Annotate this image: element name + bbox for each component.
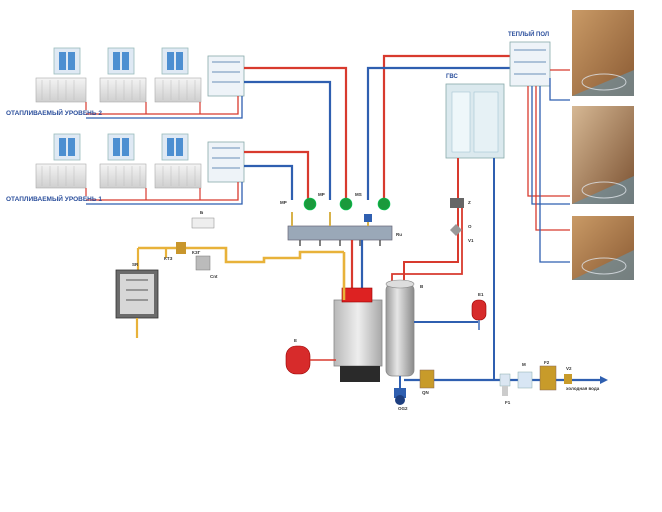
- shower-cabin: [445, 83, 505, 159]
- radiators-level-2: [35, 47, 245, 119]
- tag-z: Z: [468, 200, 471, 205]
- gas-boiler: [333, 287, 383, 382]
- gas-cabinet-sr: [115, 269, 159, 338]
- tag-ru: Ru: [396, 232, 402, 237]
- radiator-2b: [99, 47, 147, 103]
- tag-ktz: КТЗ: [164, 256, 173, 261]
- inlet-arrow-icon: [600, 376, 608, 384]
- hot-water-tank: [385, 279, 415, 377]
- expansion-tank-heating: [285, 345, 336, 375]
- tag-f2: F2: [544, 360, 550, 365]
- tag-b: B: [420, 284, 424, 289]
- manifold-level-2: [207, 55, 245, 97]
- manifold-level-1: [207, 141, 245, 183]
- tag-bi: Б: [200, 210, 204, 215]
- tag-mp: МР: [280, 200, 287, 205]
- gas-detector-bi: [191, 217, 215, 229]
- tag-ms: MS: [355, 192, 362, 197]
- filter-f2: [539, 365, 557, 391]
- tag-mp2: МР: [318, 192, 325, 197]
- pump-group: [287, 197, 393, 246]
- tag-og2: OG2: [398, 406, 408, 411]
- label-hot-water: ГВС: [446, 74, 458, 80]
- radiator-2c: [154, 47, 202, 103]
- gas-meter-cnt: [195, 255, 211, 271]
- tag-e: E: [294, 338, 298, 343]
- valve-v2: [564, 374, 572, 384]
- tag-f1: F1: [505, 400, 511, 405]
- heating-risers: [244, 54, 510, 200]
- gas-line: [136, 217, 346, 300]
- tag-v1: V1: [468, 238, 474, 243]
- tag-o: O: [468, 224, 472, 229]
- radiators-level-1: [35, 133, 245, 205]
- label-warm-floor: ТЕПЛЫЙ ПОЛ: [508, 32, 550, 38]
- tag-kzg: КЗГ: [192, 250, 201, 255]
- label-cold-water: холодная вода: [566, 386, 600, 391]
- filter-f1: [499, 373, 511, 396]
- tag-qn: QN: [422, 390, 429, 395]
- expansion-tank-water: [471, 299, 487, 330]
- label-heated-level-1: ОТАПЛИВАЕМЫЙ УРОВЕНЬ 1: [6, 196, 102, 203]
- tag-m: M: [522, 362, 526, 367]
- radiator-2a: [35, 47, 87, 103]
- tag-v2: V2: [566, 366, 572, 371]
- meter-m: [517, 371, 533, 389]
- recirculation-group: [391, 198, 464, 284]
- label-heated-level-2: ОТАПЛИВАЕМЫЙ УРОВЕНЬ 2: [6, 110, 102, 117]
- tag-cnt: Cnt: [210, 274, 218, 279]
- room-photos: [572, 10, 634, 280]
- valve-qn: [419, 369, 435, 389]
- tag-sr: SR: [132, 262, 139, 267]
- filter-og2: [394, 388, 406, 405]
- tag-e1: E1: [478, 292, 484, 297]
- warm-floor-manifold: [509, 41, 570, 263]
- gas-valve-ktz: [176, 242, 186, 254]
